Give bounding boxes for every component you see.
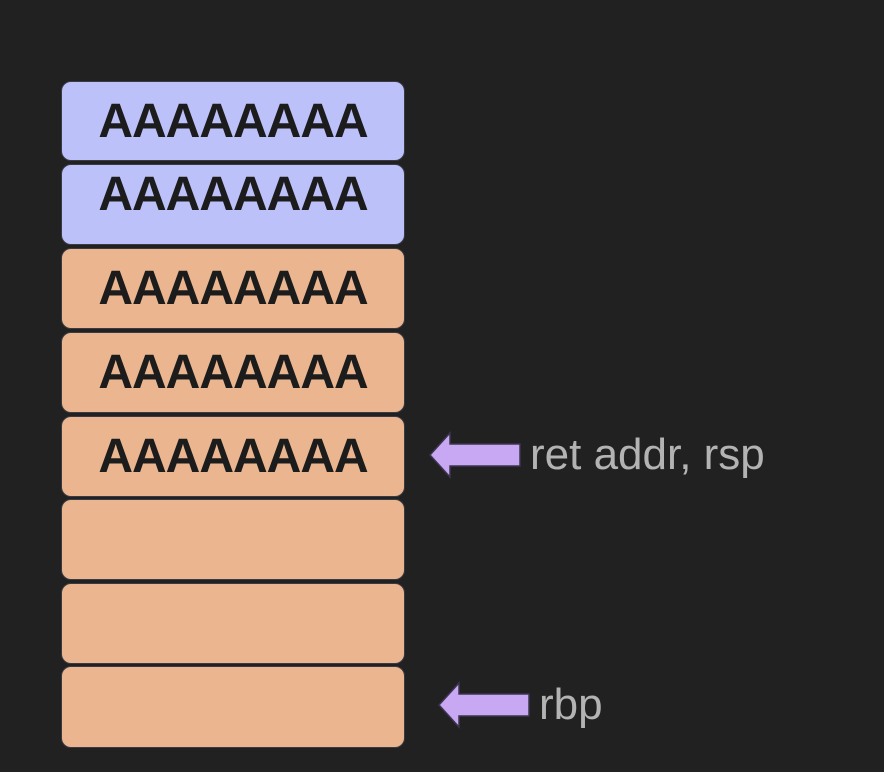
rbp-pointer-label: rbp xyxy=(539,680,603,729)
stack-cell-1: AAAAAAAA xyxy=(61,164,405,245)
left-arrow-icon xyxy=(437,681,530,729)
stack-cell-6 xyxy=(61,583,405,664)
stack-cell-4: AAAAAAAA xyxy=(61,416,405,497)
cell-text: AAAAAAAA xyxy=(98,94,368,148)
stack-cell-0: AAAAAAAA xyxy=(61,81,405,161)
ret-pointer: ret addr, rsp xyxy=(428,430,765,480)
stack-cell-7 xyxy=(61,666,405,748)
cell-text: AAAAAAAA xyxy=(98,262,368,315)
stack-cell-2: AAAAAAAA xyxy=(61,248,405,329)
left-arrow-icon xyxy=(428,431,521,479)
cell-text: AAAAAAAA xyxy=(98,346,368,399)
cell-text: AAAAAAAA xyxy=(98,168,368,221)
stack-cell-3: AAAAAAAA xyxy=(61,332,405,413)
stack-cell-5 xyxy=(61,499,405,580)
cell-text: AAAAAAAA xyxy=(98,430,368,483)
rbp-pointer: rbp xyxy=(437,680,603,730)
ret-pointer-label: ret addr, rsp xyxy=(530,430,765,479)
